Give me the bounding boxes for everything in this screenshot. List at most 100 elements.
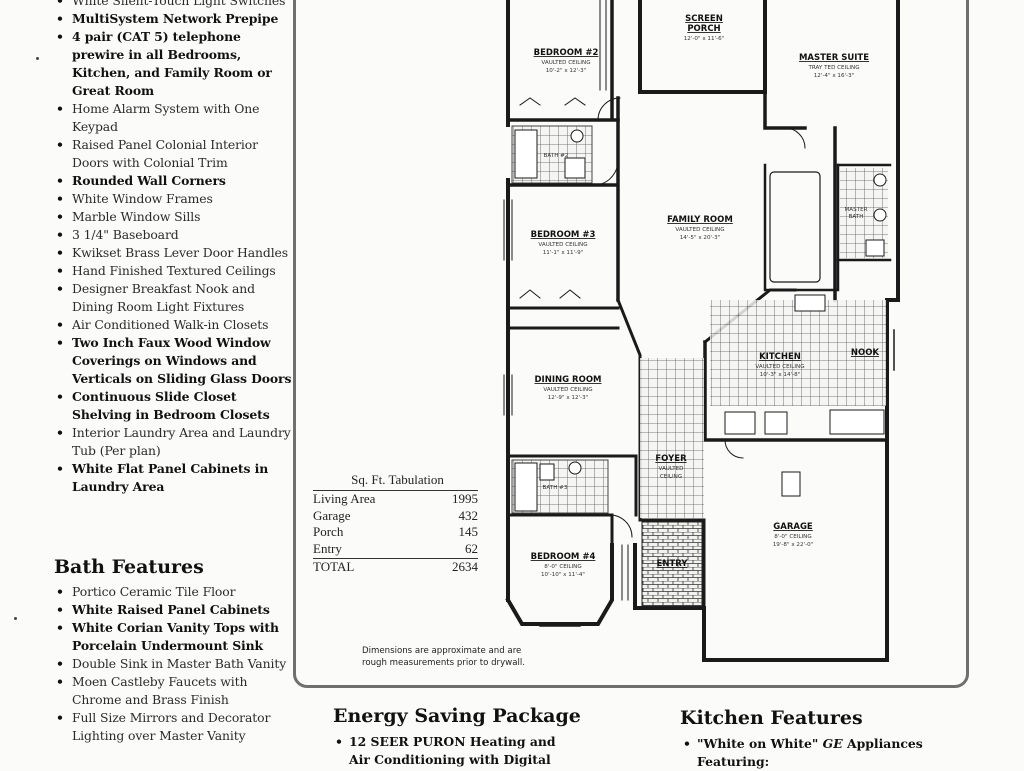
speck: [14, 617, 17, 620]
dimensions-note-line2: rough measurements prior to drywall.: [362, 658, 525, 668]
sqft-row-value: 432: [458, 507, 479, 523]
bath-features-list: Portico Ceramic Tile FloorWhite Raised P…: [52, 583, 292, 745]
feature-item: Rounded Wall Corners: [52, 172, 292, 190]
energy-item-line1: 12 SEER PURON Heating and: [349, 734, 556, 749]
feature-item: White Corian Vanity Tops with Porcelain …: [52, 619, 292, 655]
feature-item: Full Size Mirrors and Decorator Lighting…: [52, 709, 292, 745]
room-bedroom4-ceiling: 8'-0" CEILING: [544, 564, 581, 570]
sqft-row-label: Garage: [313, 507, 351, 523]
dimensions-note: Dimensions are approximate and are rough…: [362, 645, 572, 669]
feature-item: White Window Frames: [52, 190, 292, 208]
sqft-total-row: TOTAL 2634: [313, 558, 478, 576]
room-kitchen-ceiling: VAULTED CEILING: [755, 364, 804, 370]
room-garage-ceiling: 8'-0" CEILING: [774, 534, 811, 540]
room-master-bath-name: MASTER: [844, 207, 867, 213]
feature-item: Hand Finished Textured Ceilings: [52, 262, 292, 280]
room-dining-room-ceiling: VAULTED CEILING: [543, 387, 592, 393]
interior-features-list: White Silent-Touch Light SwitchesMultiSy…: [52, 0, 292, 496]
feature-item: 4 pair (CAT 5) telephone prewire in all …: [52, 28, 292, 100]
sqft-row: Garage 432: [313, 508, 478, 525]
room-bedroom3-name: BEDROOM #3: [531, 230, 596, 240]
feature-item: Two Inch Faux Wood Window Coverings on W…: [52, 334, 292, 388]
sqft-row: Living Area 1995: [313, 491, 478, 508]
sqft-table-title: Sq. Ft. Tabulation: [351, 472, 444, 487]
room-screen-porch-name2: PORCH: [687, 24, 720, 34]
kitchen-features-list: "White on White" GE Appliances Featuring…: [683, 735, 963, 771]
sqft-table-rule: [313, 490, 478, 491]
room-bedroom2-ceiling: VAULTED CEILING: [541, 60, 590, 66]
room-foyer-detail1: VAULTED: [659, 466, 684, 472]
list-item: "White on White" GE Appliances Featuring…: [683, 735, 963, 771]
room-bedroom3-ceiling: VAULTED CEILING: [538, 242, 587, 248]
speck: [36, 57, 39, 60]
room-foyer-detail2: CEILING: [660, 474, 682, 480]
sqft-row-value: 145: [458, 524, 479, 539]
room-nook-name: NOOK: [851, 348, 880, 358]
sqft-row-label: Porch: [313, 524, 344, 539]
sqft-row-label: Living Area: [313, 491, 376, 506]
room-family-room-name: FAMILY ROOM: [667, 215, 733, 225]
sqft-row: Entry 62: [313, 541, 478, 558]
room-bath2-name: BATH #2: [544, 153, 569, 159]
kitchen-item-prefix: "White on White": [697, 736, 823, 751]
feature-item: White Raised Panel Cabinets: [52, 601, 292, 619]
sqft-row-value: 62: [465, 540, 478, 556]
kitchen-item-brand: GE: [822, 736, 843, 751]
dimensions-note-line1: Dimensions are approximate and are: [362, 646, 522, 656]
room-bedroom2-size: 10'-2" x 12'-3": [546, 68, 587, 74]
feature-item: Air Conditioned Walk-in Closets: [52, 316, 292, 334]
feature-item: White Flat Panel Cabinets in Laundry Are…: [52, 460, 292, 496]
energy-saving-list: 12 SEER PURON Heating and Air Conditioni…: [335, 733, 595, 769]
bath-features-heading: Bath Features: [54, 556, 204, 578]
feature-item: White Silent-Touch Light Switches: [52, 0, 292, 10]
feature-item: Continuous Slide Closet Shelving in Bedr…: [52, 388, 292, 424]
room-screen-porch-name: SCREEN: [685, 14, 723, 24]
room-kitchen-name: KITCHEN: [759, 352, 801, 362]
feature-item: Interior Laundry Area and Laundry Tub (P…: [52, 424, 292, 460]
room-bedroom4-size: 10'-10" x 11'-4": [541, 572, 585, 578]
kitchen-features-heading: Kitchen Features: [680, 707, 863, 729]
list-item: 12 SEER PURON Heating and Air Conditioni…: [335, 733, 595, 769]
sqft-row: Porch 145: [313, 524, 478, 541]
feature-item: Designer Breakfast Nook and Dining Room …: [52, 280, 292, 316]
room-master-bath-name2: BATH: [849, 214, 864, 220]
feature-item: MultiSystem Network Prepipe: [52, 10, 292, 28]
floor-plan-frame: [293, 0, 969, 688]
room-garage-size: 19'-8" x 22'-0": [773, 542, 814, 548]
room-entry-name: ENTRY: [657, 559, 689, 569]
room-screen-porch-size: 12'-0" x 11'-6": [684, 36, 725, 42]
kitchen-item-suffix: Appliances: [842, 736, 923, 751]
room-bedroom3-size: 11'-1" x 11'-9": [543, 250, 584, 256]
room-kitchen-size: 10'-3" x 14'-8": [760, 372, 801, 378]
room-bath3-name: BATH #3: [543, 485, 568, 491]
sqft-total-value: 2634: [452, 559, 478, 574]
room-master-suite-ceiling: TRAY TED CEILING: [807, 65, 859, 71]
room-bedroom4-name: BEDROOM #4: [531, 552, 596, 562]
kitchen-item-line2: Featuring:: [697, 754, 770, 769]
feature-item: Kwikset Brass Lever Door Handles: [52, 244, 292, 262]
energy-saving-heading: Energy Saving Package: [333, 705, 581, 727]
feature-item: Home Alarm System with One Keypad: [52, 100, 292, 136]
sqft-row-value: 1995: [452, 491, 478, 506]
room-dining-room-name: DINING ROOM: [535, 375, 602, 385]
sqft-total-label: TOTAL: [313, 559, 355, 574]
room-family-room-size: 14'-5" x 20'-3": [680, 235, 721, 241]
feature-item: Raised Panel Colonial Interior Doors wit…: [52, 136, 292, 172]
feature-item: 3 1/4" Baseboard: [52, 226, 292, 244]
room-foyer-name: FOYER: [655, 454, 687, 464]
room-garage-name: GARAGE: [773, 522, 813, 532]
room-dining-room-size: 12'-9" x 12'-3": [548, 395, 589, 401]
room-family-room-ceiling: VAULTED CEILING: [675, 227, 724, 233]
features-column: White Silent-Touch Light SwitchesMultiSy…: [0, 0, 292, 768]
feature-item: Double Sink in Master Bath Vanity: [52, 655, 292, 673]
energy-item-line2: Air Conditioning with Digital: [349, 752, 551, 767]
sqft-row-label: Entry: [313, 540, 342, 556]
room-master-suite-name: MASTER SUITE: [799, 53, 869, 63]
room-master-suite-size: 12'-4" x 16'-3": [814, 73, 855, 79]
feature-item: Marble Window Sills: [52, 208, 292, 226]
feature-item: Moen Castleby Faucets with Chrome and Br…: [52, 673, 292, 709]
floor-plan-drawing: BEDROOM #2 VAULTED CEILING 10'-2" x 12'-…: [503, 0, 900, 662]
feature-item: Portico Ceramic Tile Floor: [52, 583, 292, 601]
